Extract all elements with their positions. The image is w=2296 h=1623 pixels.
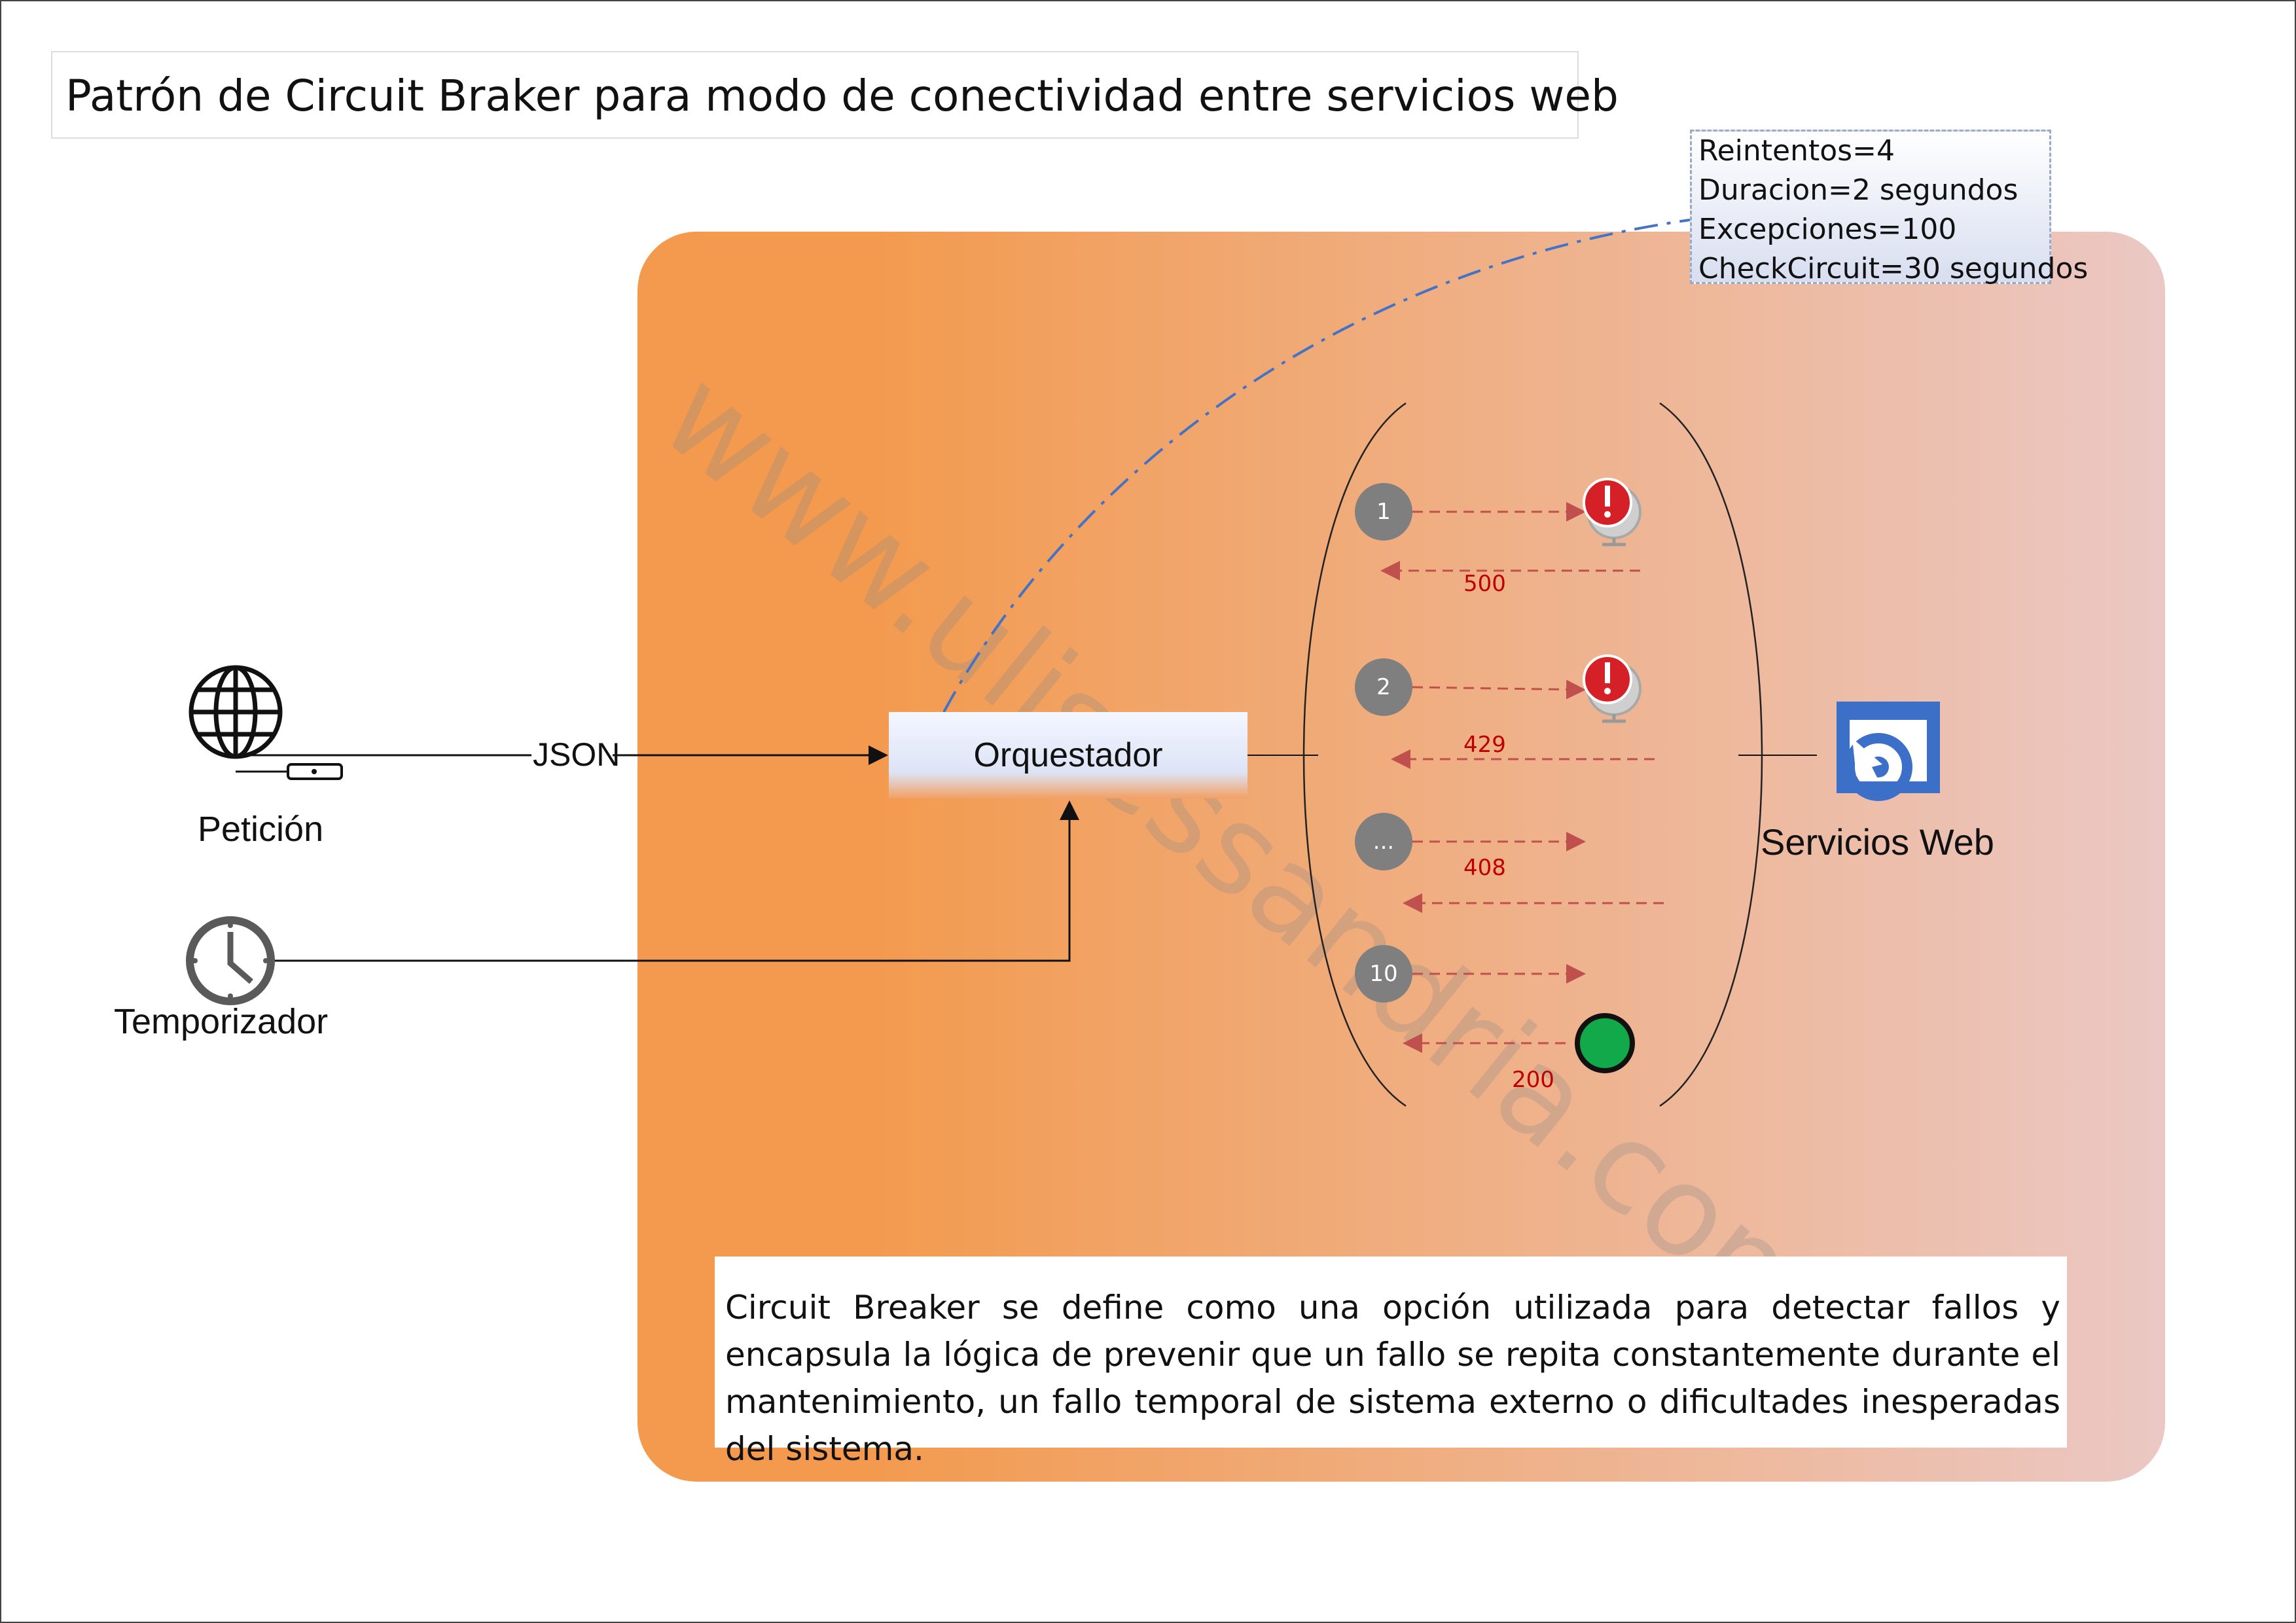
edge-temporizador-orquestador xyxy=(274,800,1079,962)
web-service-icon xyxy=(1837,702,1940,801)
response-code-408: 408 xyxy=(1463,855,1506,881)
param-line: CheckCircuit=30 segundos xyxy=(1698,252,2089,285)
error-server-icon xyxy=(1583,478,1641,546)
peticion-label: Petición xyxy=(198,810,324,849)
retry-step-3: ... xyxy=(1355,813,1412,870)
retry-step-1: 1 xyxy=(1355,483,1412,541)
servicios-web-label: Servicios Web xyxy=(1761,821,1994,863)
error-server-icon xyxy=(1583,654,1641,723)
params-note: Reintentos=4 Duracion=2 segundos Excepci… xyxy=(1690,130,2088,285)
request-arrow-2 xyxy=(1412,679,1586,700)
success-icon xyxy=(1575,1013,1635,1073)
response-code-200: 200 xyxy=(1512,1067,1554,1093)
orquestador-node: Orquestador xyxy=(889,712,1247,798)
retry-container-right xyxy=(1659,402,1763,1107)
page-title: Patrón de Circuit Braker para modo de co… xyxy=(65,71,1619,121)
retry-step-2: 2 xyxy=(1355,658,1412,716)
orquestador-label: Orquestador xyxy=(973,736,1163,774)
json-edge-label: JSON xyxy=(533,736,620,773)
clock-icon xyxy=(186,916,275,1005)
response-code-500: 500 xyxy=(1463,571,1506,597)
description-box: Circuit Breaker se define como una opció… xyxy=(715,1257,2067,1468)
param-line: Reintentos=4 xyxy=(1698,134,1895,168)
description-text: Circuit Breaker se define como una opció… xyxy=(725,1289,2060,1468)
title-box: Patrón de Circuit Braker para modo de co… xyxy=(51,51,1619,139)
connector-icon xyxy=(236,763,343,780)
params-connector xyxy=(942,219,1691,713)
response-code-429: 429 xyxy=(1463,732,1506,758)
retry-container-left xyxy=(1302,402,1407,1107)
retry-step-10: 10 xyxy=(1355,945,1412,1003)
temporizador-label: Temporizador xyxy=(114,1002,329,1041)
param-line: Duracion=2 segundos xyxy=(1698,173,2018,207)
globe-icon xyxy=(188,665,283,759)
param-line: Excepciones=100 xyxy=(1698,213,1957,246)
